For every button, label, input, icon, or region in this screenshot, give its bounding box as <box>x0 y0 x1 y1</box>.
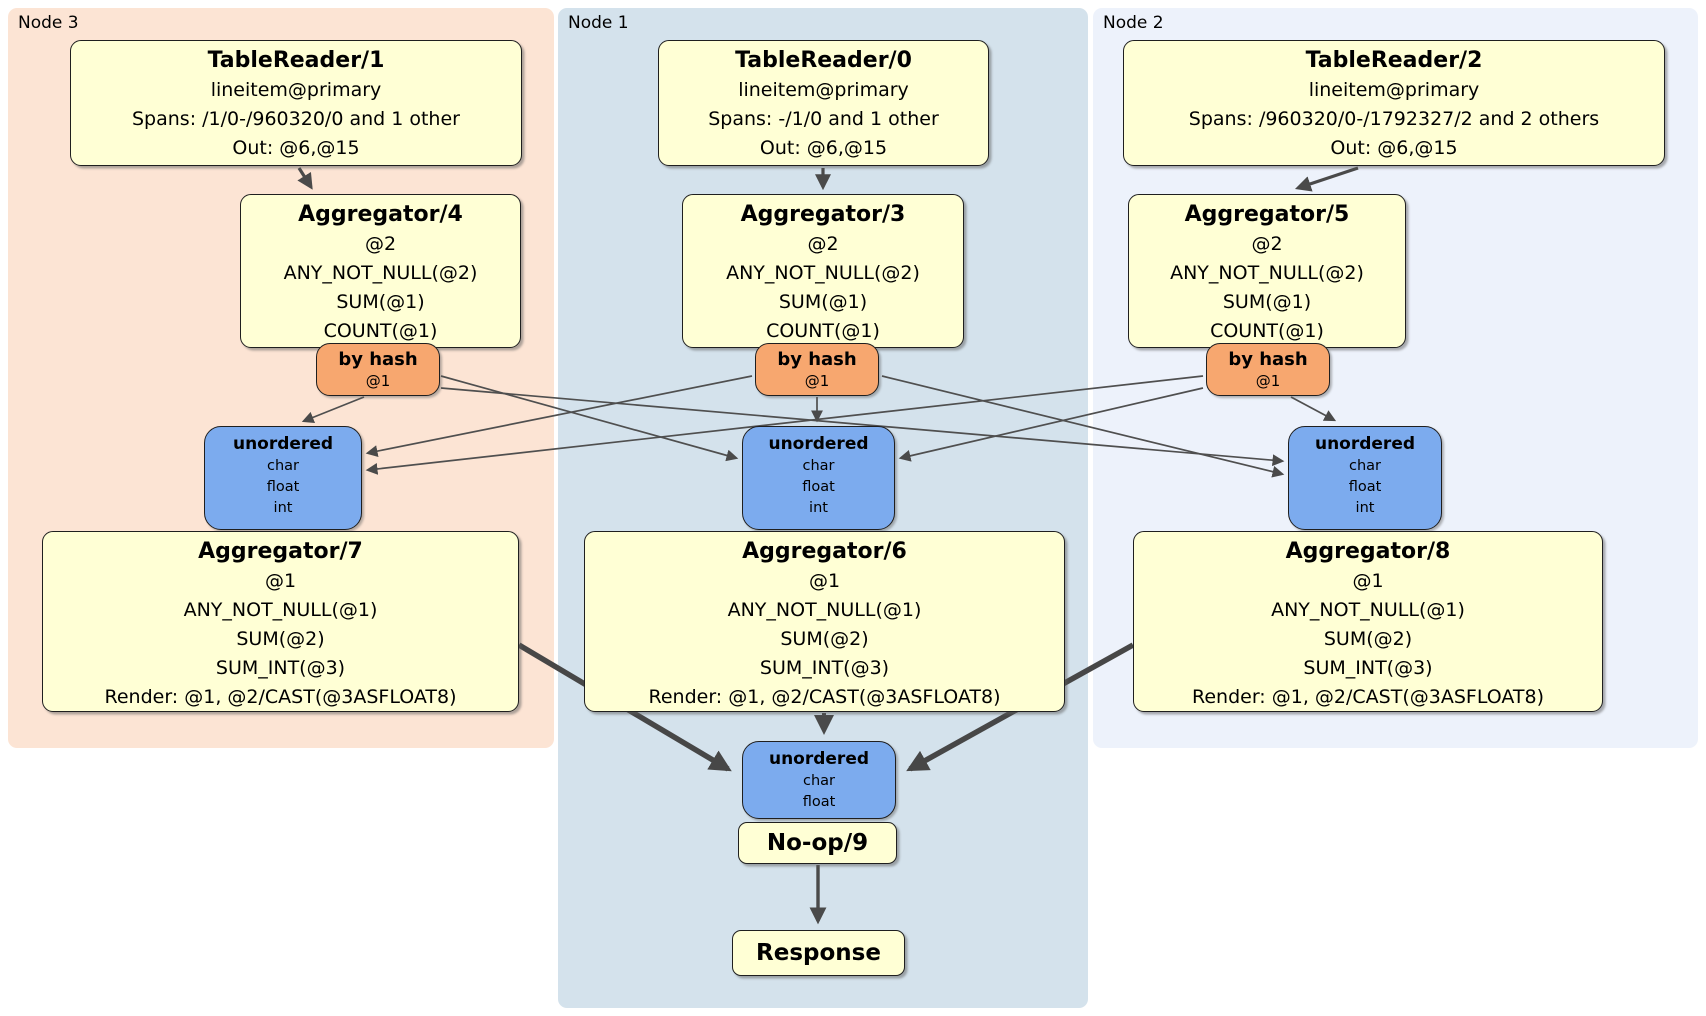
sync-type-int: int <box>1355 500 1375 516</box>
aggregator-7-node: Aggregator/7 @1 ANY_NOT_NULL(@1) SUM(@2)… <box>42 531 519 712</box>
hash-router-3-detail: @1 <box>1255 372 1281 390</box>
aggregator-8-node: Aggregator/8 @1 ANY_NOT_NULL(@1) SUM(@2)… <box>1133 531 1603 712</box>
aggregator-6-expr: SUM(@2) <box>780 628 869 650</box>
aggregator-6-expr: ANY_NOT_NULL(@1) <box>727 599 922 621</box>
aggregator-3-expr: COUNT(@1) <box>766 320 880 342</box>
node3-label: Node 3 <box>18 13 79 33</box>
aggregator-6-render: Render: @1, @2/CAST(@3ASFLOAT8) <box>648 686 1001 708</box>
aggregator-8-expr: SUM_INT(@3) <box>1303 657 1433 679</box>
unordered-sync-2-title: unordered <box>768 434 869 454</box>
aggregator-8-expr: ANY_NOT_NULL(@1) <box>1271 599 1465 621</box>
aggregator-5-groupcol: @2 <box>1251 233 1283 255</box>
sync-type-char: char <box>266 458 299 474</box>
aggregator-5-title: Aggregator/5 <box>1184 202 1350 227</box>
aggregator-3-groupcol: @2 <box>807 233 839 255</box>
aggregator-7-expr: SUM_INT(@3) <box>215 657 346 679</box>
unordered-sync-final-title: unordered <box>768 749 870 769</box>
aggregator-4-expr: SUM(@1) <box>336 291 425 313</box>
tablereader-1-index: lineitem@primary <box>210 79 382 101</box>
hash-router-3-title: by hash <box>1228 349 1308 370</box>
sync-type-float: float <box>1348 479 1382 495</box>
tablereader-2-index: lineitem@primary <box>1308 79 1480 101</box>
aggregator-8-expr: SUM(@2) <box>1323 628 1413 650</box>
tablereader-2-spans: Spans: /960320/0-/1792327/2 and 2 others <box>1188 108 1600 130</box>
aggregator-7-title: Aggregator/7 <box>198 539 363 564</box>
tablereader-0-out: Out: @6,@15 <box>759 137 888 159</box>
tablereader-1-node: TableReader/1 lineitem@primary Spans: /1… <box>70 40 522 166</box>
node1-label: Node 1 <box>568 13 629 33</box>
aggregator-5-node: Aggregator/5 @2 ANY_NOT_NULL(@2) SUM(@1)… <box>1128 194 1406 348</box>
tablereader-1-title: TableReader/1 <box>207 48 385 73</box>
aggregator-5-expr: COUNT(@1) <box>1210 320 1324 342</box>
sync-type-float: float <box>802 479 835 495</box>
aggregator-5-expr: SUM(@1) <box>1222 291 1312 313</box>
aggregator-6-node: Aggregator/6 @1 ANY_NOT_NULL(@1) SUM(@2)… <box>584 531 1065 712</box>
hash-router-1: by hash @1 <box>316 343 440 396</box>
sync-type-char: char <box>802 458 835 474</box>
noop-node: No-op/9 <box>738 822 897 864</box>
tablereader-1-out: Out: @6,@15 <box>232 137 360 159</box>
aggregator-3-node: Aggregator/3 @2 ANY_NOT_NULL(@2) SUM(@1)… <box>682 194 964 348</box>
sync-type-char: char <box>1348 458 1381 474</box>
aggregator-6-title: Aggregator/6 <box>742 539 907 564</box>
hash-router-3: by hash @1 <box>1206 343 1330 396</box>
sync-type-int: int <box>273 500 293 516</box>
aggregator-3-expr: ANY_NOT_NULL(@2) <box>726 262 920 284</box>
hash-router-2-title: by hash <box>777 349 857 370</box>
noop-title: No-op/9 <box>766 830 869 856</box>
tablereader-0-title: TableReader/0 <box>735 48 912 73</box>
tablereader-0-node: TableReader/0 lineitem@primary Spans: -/… <box>658 40 989 166</box>
sync-type-int: int <box>809 500 828 516</box>
aggregator-8-title: Aggregator/8 <box>1285 539 1451 564</box>
sync-type-char: char <box>802 773 835 789</box>
hash-router-1-title: by hash <box>338 349 418 370</box>
aggregator-7-expr: SUM(@2) <box>236 628 325 650</box>
aggregator-7-expr: ANY_NOT_NULL(@1) <box>183 599 378 621</box>
response-node: Response <box>732 930 905 976</box>
unordered-sync-final: unordered char float <box>742 741 896 819</box>
hash-router-1-detail: @1 <box>365 372 391 390</box>
tablereader-2-node: TableReader/2 lineitem@primary Spans: /9… <box>1123 40 1665 166</box>
aggregator-7-groupcol: @1 <box>264 570 297 592</box>
aggregator-5-expr: ANY_NOT_NULL(@2) <box>1170 262 1364 284</box>
unordered-sync-1-title: unordered <box>232 434 334 454</box>
aggregator-4-groupcol: @2 <box>364 233 397 255</box>
tablereader-1-spans: Spans: /1/0-/960320/0 and 1 other <box>132 108 460 130</box>
node2-label: Node 2 <box>1103 13 1164 33</box>
aggregator-6-expr: SUM_INT(@3) <box>759 657 890 679</box>
aggregator-8-render: Render: @1, @2/CAST(@3ASFLOAT8) <box>1192 686 1544 708</box>
tablereader-2-out: Out: @6,@15 <box>1330 137 1458 159</box>
sync-type-float: float <box>266 479 300 495</box>
tablereader-2-title: TableReader/2 <box>1305 48 1483 73</box>
aggregator-3-title: Aggregator/3 <box>740 202 906 227</box>
tablereader-0-index: lineitem@primary <box>738 79 909 101</box>
unordered-sync-3: unordered char float int <box>1288 426 1442 530</box>
aggregator-7-render: Render: @1, @2/CAST(@3ASFLOAT8) <box>104 686 457 708</box>
aggregator-8-groupcol: @1 <box>1352 570 1384 592</box>
aggregator-3-expr: SUM(@1) <box>778 291 868 313</box>
aggregator-4-expr: COUNT(@1) <box>323 320 438 342</box>
response-title: Response <box>756 940 881 966</box>
sync-type-float: float <box>802 794 836 810</box>
hash-router-2-detail: @1 <box>804 372 830 390</box>
aggregator-6-groupcol: @1 <box>808 570 841 592</box>
tablereader-0-spans: Spans: -/1/0 and 1 other <box>708 108 939 130</box>
hash-router-2: by hash @1 <box>755 343 879 396</box>
aggregator-4-node: Aggregator/4 @2 ANY_NOT_NULL(@2) SUM(@1)… <box>240 194 521 348</box>
unordered-sync-3-title: unordered <box>1314 434 1416 454</box>
aggregator-4-expr: ANY_NOT_NULL(@2) <box>283 262 478 284</box>
unordered-sync-2: unordered char float int <box>742 426 895 530</box>
aggregator-4-title: Aggregator/4 <box>298 202 463 227</box>
unordered-sync-1: unordered char float int <box>204 426 362 530</box>
